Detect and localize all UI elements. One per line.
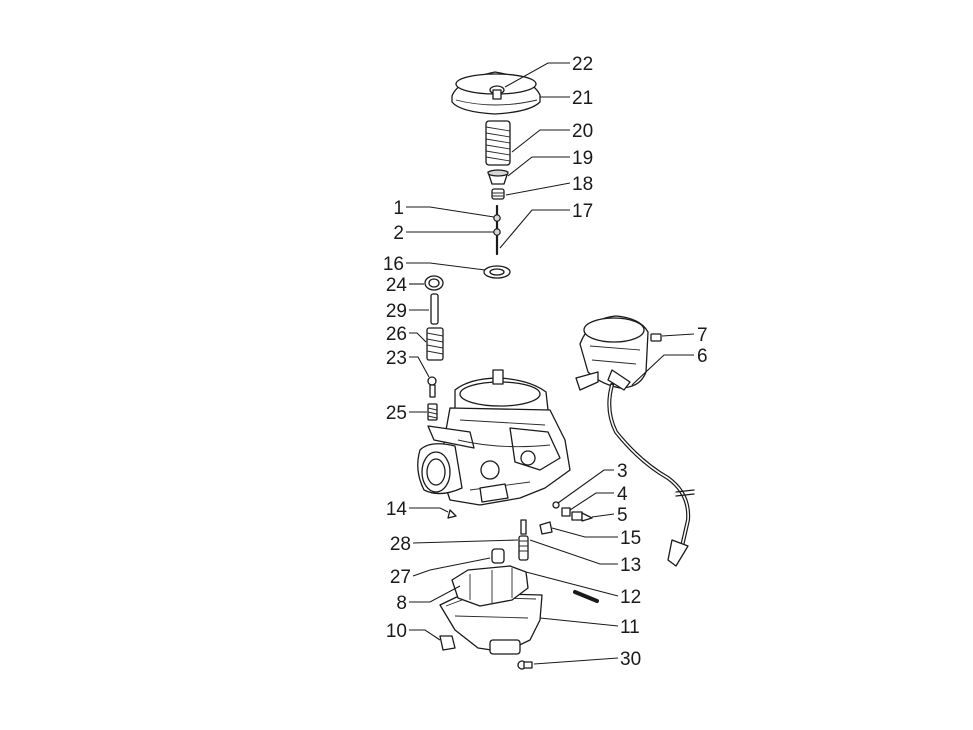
callout-5: 5 xyxy=(617,505,628,526)
screw-spring-part xyxy=(561,507,571,517)
drain-screw-part xyxy=(439,635,456,651)
idle-screw-part xyxy=(427,376,437,398)
choke-plunger-part xyxy=(430,293,439,325)
leader-23 xyxy=(409,356,430,378)
leader-lines xyxy=(406,62,695,665)
callout-4: 4 xyxy=(617,484,628,505)
leader-8 xyxy=(409,585,461,603)
leader-17 xyxy=(499,209,570,249)
leader-11 xyxy=(539,617,619,627)
callout-3: 3 xyxy=(617,461,628,482)
float-part xyxy=(451,565,529,607)
callout-11: 11 xyxy=(620,617,640,638)
idle-spring-part xyxy=(427,403,438,421)
callout-28: 28 xyxy=(390,534,411,555)
callout-14: 14 xyxy=(386,499,408,520)
callout-12: 12 xyxy=(620,587,641,608)
callout-7: 7 xyxy=(697,325,708,346)
choke-bolt-part xyxy=(650,333,662,342)
auto-choke-part xyxy=(575,315,649,391)
callout-22: 22 xyxy=(572,54,593,75)
leader-3 xyxy=(557,469,614,504)
mixture-screw-part xyxy=(571,511,593,522)
leader-6 xyxy=(631,354,694,386)
callout-29: 29 xyxy=(386,301,407,322)
needle-clip-part xyxy=(491,188,505,200)
leader-30 xyxy=(533,657,619,665)
carburetor-body-part xyxy=(417,369,571,506)
pilot-jet-part xyxy=(447,509,457,519)
callout-21: 21 xyxy=(572,88,593,109)
callout-27: 27 xyxy=(390,567,411,588)
callout-8: 8 xyxy=(396,593,407,614)
callout-24: 24 xyxy=(386,275,408,296)
jet-holder-part xyxy=(518,519,529,561)
callout-30: 30 xyxy=(620,649,641,670)
callout-10: 10 xyxy=(386,621,407,642)
callout-13: 13 xyxy=(620,555,641,576)
leader-12 xyxy=(525,571,619,597)
callout-25: 25 xyxy=(386,403,407,424)
screw-plug-part xyxy=(539,521,553,535)
leader-7 xyxy=(661,333,695,337)
leader-15 xyxy=(551,527,618,538)
leader-22 xyxy=(504,62,570,88)
callout-19: 19 xyxy=(572,148,593,169)
leader-14 xyxy=(409,507,449,513)
leader-20 xyxy=(511,129,570,153)
leader-27 xyxy=(412,557,491,577)
callout-2: 2 xyxy=(393,223,404,244)
leader-13 xyxy=(529,539,618,565)
cover-screw-part xyxy=(489,85,505,100)
leader-18 xyxy=(505,182,571,196)
leader-28 xyxy=(412,539,519,544)
slide-spring-part xyxy=(485,120,511,166)
jet-needle-part xyxy=(493,204,501,256)
callout-17: 17 xyxy=(572,201,593,222)
seal-ring-part xyxy=(424,275,444,291)
callout-18: 18 xyxy=(572,174,593,195)
callout-15: 15 xyxy=(620,528,641,549)
float-pin-part xyxy=(573,590,599,603)
choke-spring-part xyxy=(426,327,444,361)
leader-26 xyxy=(409,332,427,343)
callout-labels: 22 21 20 19 18 17 1 2 16 24 29 26 23 25 … xyxy=(383,54,708,670)
callout-16: 16 xyxy=(383,254,404,275)
needle-retainer-part xyxy=(487,169,509,185)
callout-1: 1 xyxy=(393,198,404,219)
leader-5 xyxy=(591,513,615,518)
leader-16 xyxy=(406,262,486,271)
callout-20: 20 xyxy=(572,121,593,142)
leader-1 xyxy=(406,206,495,218)
main-jet-part xyxy=(491,548,505,564)
callout-6: 6 xyxy=(697,346,708,367)
leader-4 xyxy=(569,492,614,511)
leader-19 xyxy=(507,156,570,177)
screw-washer-part xyxy=(552,501,560,509)
leader-10 xyxy=(409,629,441,641)
bowl-screw-part xyxy=(517,660,533,670)
callout-26: 26 xyxy=(386,324,407,345)
callout-23: 23 xyxy=(386,348,407,369)
choke-cable-part xyxy=(607,383,695,567)
o-ring-part xyxy=(483,265,511,279)
